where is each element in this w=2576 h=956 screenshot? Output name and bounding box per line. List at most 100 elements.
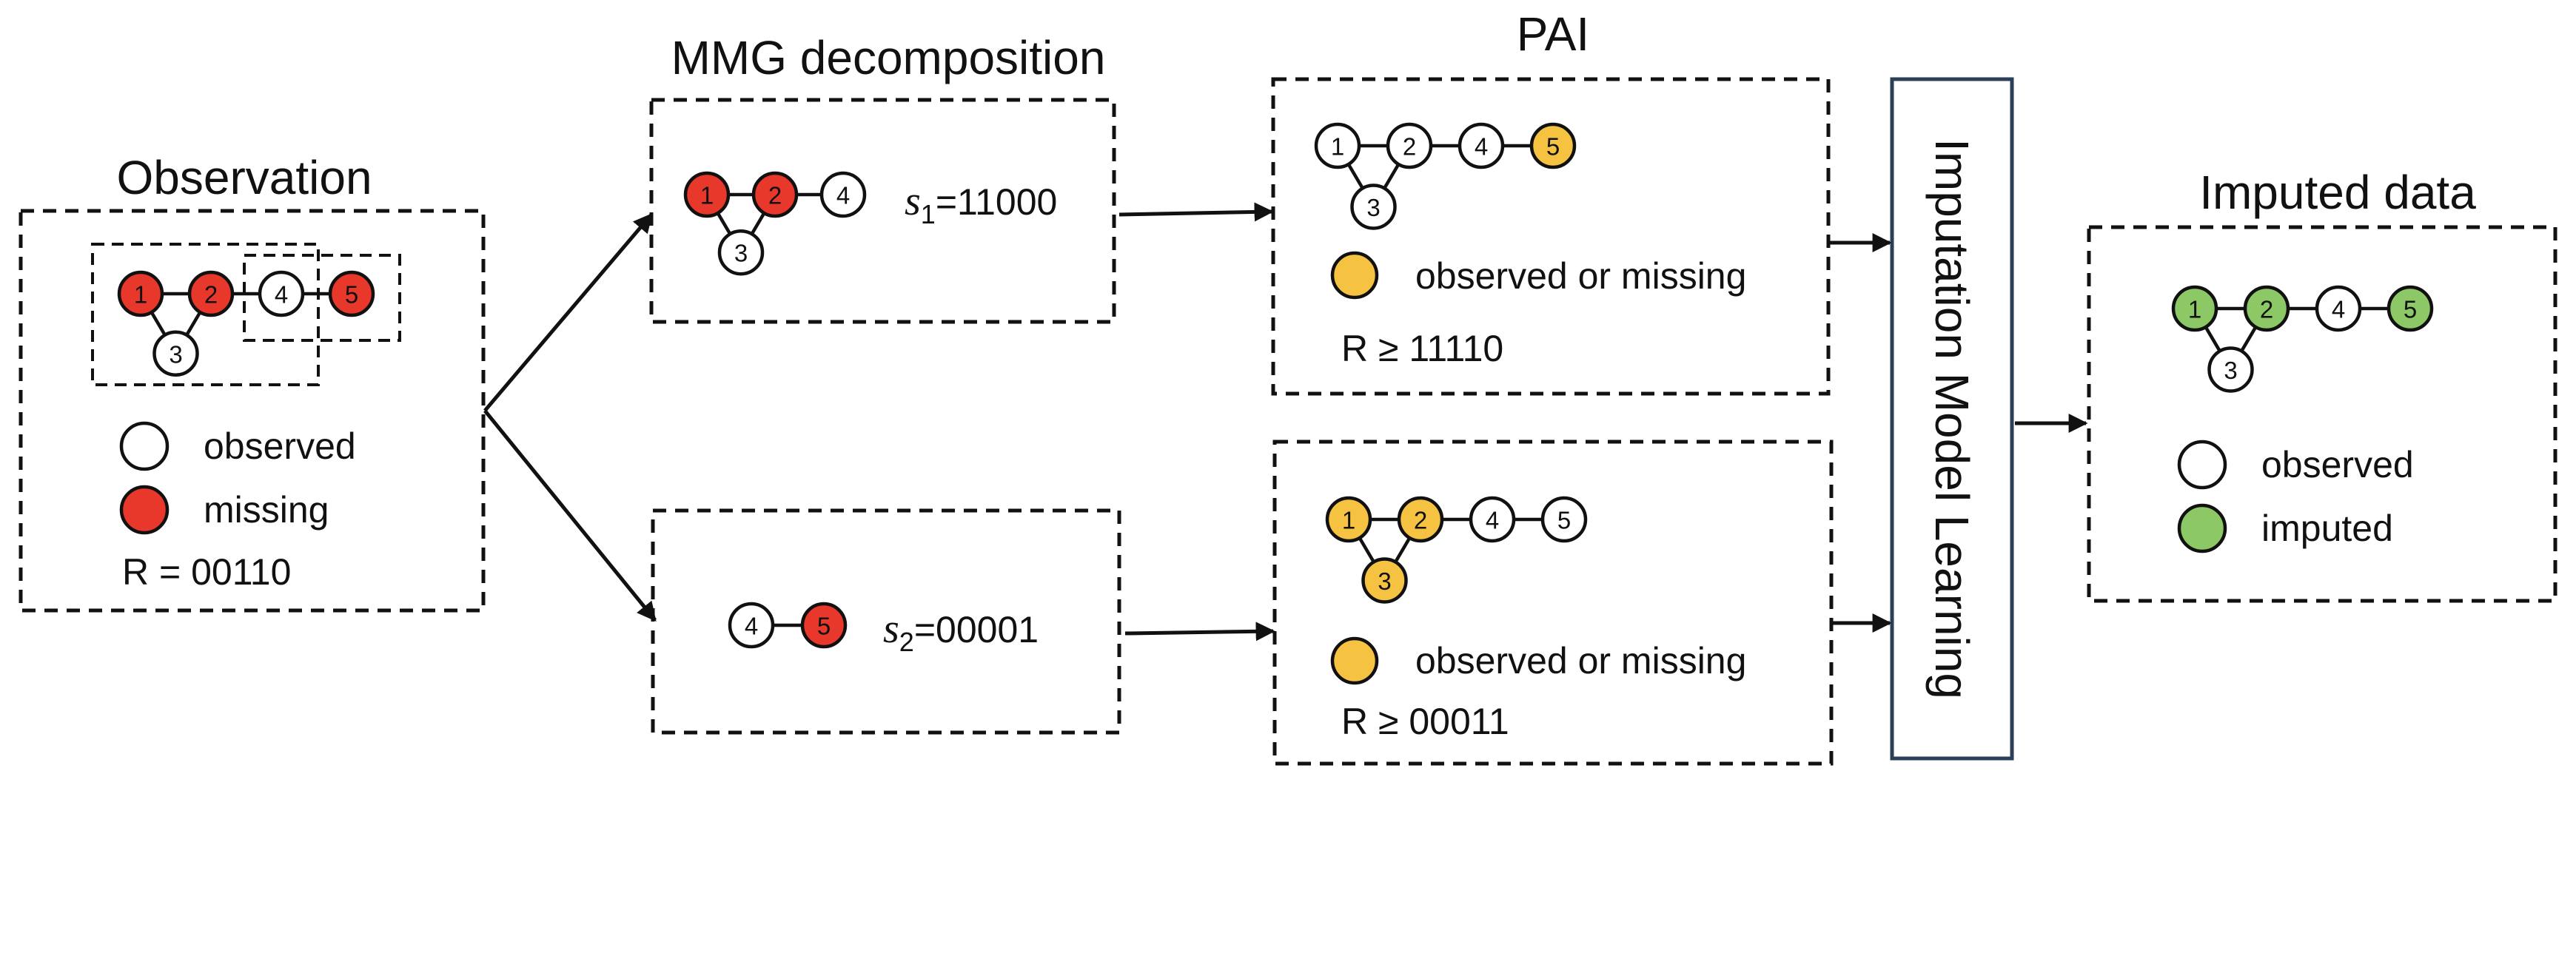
pai-top-node-2 bbox=[1386, 122, 1433, 169]
observation-node-3 bbox=[152, 330, 199, 377]
observation-node-label-1: 1 bbox=[134, 281, 147, 309]
imputed-node-3 bbox=[2207, 346, 2254, 393]
s1-node-label-2: 2 bbox=[768, 182, 782, 209]
pai-top-node-label-3: 3 bbox=[1366, 194, 1380, 221]
pai-bottom-node-label-3: 3 bbox=[1378, 568, 1391, 595]
model-box bbox=[1890, 77, 2014, 761]
observation-node-5 bbox=[328, 270, 375, 317]
observation-node-2 bbox=[187, 270, 235, 317]
s1-node-label-3: 3 bbox=[734, 240, 748, 267]
model-panel: Imputation Model Learning bbox=[1890, 77, 2014, 761]
imputed-legend-label-observed: observed bbox=[2261, 444, 2414, 485]
observation-legend-label-missing: missing bbox=[204, 489, 329, 531]
s1-node-2 bbox=[751, 171, 799, 218]
s2-value: =00001 bbox=[914, 609, 1039, 650]
pai-bottom-frame bbox=[1272, 440, 1834, 766]
imputed-node-label-1: 1 bbox=[2188, 296, 2201, 323]
s1-node-label-1: 1 bbox=[700, 182, 714, 209]
s1-value: =11000 bbox=[936, 181, 1058, 223]
imputed-legend: observed imputed bbox=[2177, 440, 2414, 553]
s1-node-label-4: 4 bbox=[836, 182, 850, 209]
subgraph-frame-2 bbox=[243, 254, 401, 342]
flow-arrows bbox=[483, 202, 2088, 642]
pai-bottom-node-5 bbox=[1540, 496, 1588, 543]
observation-node-label-3: 3 bbox=[169, 340, 182, 368]
pai-top-node-label-1: 1 bbox=[1331, 133, 1344, 161]
imputed-title: Imputed data bbox=[2199, 166, 2476, 219]
observation-node-4 bbox=[258, 270, 305, 317]
imputed-legend-swatch-imputed bbox=[2177, 503, 2227, 553]
pai-top-node-1 bbox=[1314, 122, 1361, 169]
decomposition-title: MMG decomposition bbox=[671, 31, 1106, 84]
imputed-node-2 bbox=[2243, 285, 2290, 332]
s1-sub: 1 bbox=[921, 199, 936, 229]
imputed-node-label-2: 2 bbox=[2260, 296, 2273, 323]
imputed-node-label-3: 3 bbox=[2224, 357, 2237, 384]
pai-bottom-node-1 bbox=[1325, 496, 1372, 543]
s2-node-4 bbox=[728, 602, 775, 649]
s2-node-label-5: 5 bbox=[817, 613, 831, 640]
pai-bottom-node-label-5: 5 bbox=[1557, 507, 1571, 534]
imputed-node-1 bbox=[2171, 285, 2218, 332]
pai-top-node-label-5: 5 bbox=[1546, 133, 1560, 161]
s1-label: s1=11000 bbox=[905, 178, 1057, 229]
pai-bottom-pattern: R ≥ 00011 bbox=[1341, 701, 1509, 742]
observation-legend-swatch-observed bbox=[119, 421, 170, 471]
pai-bottom-node-2 bbox=[1397, 496, 1444, 543]
pai-top-node-4 bbox=[1458, 122, 1505, 169]
observation-node-label-2: 2 bbox=[204, 281, 218, 309]
s1-frame bbox=[649, 98, 1116, 324]
imputed-node-5 bbox=[2387, 285, 2434, 332]
observation-legend-swatch-missing bbox=[119, 485, 170, 535]
observation-legend-label-observed: observed bbox=[204, 425, 356, 467]
pai-title: PAI bbox=[1517, 7, 1589, 61]
s1-var: s bbox=[905, 178, 921, 224]
pai-bottom-legend-swatch bbox=[1330, 636, 1379, 685]
pai-bottom-node-label-4: 4 bbox=[1486, 507, 1499, 534]
pai-top-node-label-4: 4 bbox=[1475, 133, 1488, 161]
s2-sub: 2 bbox=[899, 627, 914, 657]
arrow-obs-to-s1 bbox=[483, 213, 653, 412]
arrow-s2-to-pai bbox=[1124, 622, 1275, 642]
s2-var: s bbox=[883, 606, 899, 652]
observation-pattern: R = 00110 bbox=[122, 551, 291, 593]
arrow-s1-to-pai bbox=[1118, 202, 1274, 222]
arrow-obs-to-s2 bbox=[483, 409, 657, 622]
s1-node-3 bbox=[717, 229, 765, 276]
imputed-graph: 1 2 3 4 5 bbox=[2171, 285, 2434, 393]
model-label: Imputation Model Learning bbox=[1925, 138, 1979, 699]
pai-bottom-node-4 bbox=[1469, 496, 1516, 543]
s2-node-5 bbox=[800, 602, 848, 649]
pai-top-pattern: R ≥ 11110 bbox=[1341, 328, 1503, 369]
pai-top-legend-label: observed or missing bbox=[1415, 255, 1746, 297]
imputed-node-4 bbox=[2315, 285, 2362, 332]
s1-node-1 bbox=[683, 171, 731, 218]
observation-node-label-4: 4 bbox=[275, 281, 288, 309]
pai-bottom-graph: 1 2 3 4 5 bbox=[1325, 496, 1588, 604]
pai-top-node-label-2: 2 bbox=[1403, 133, 1416, 161]
subgraph-frame-1 bbox=[91, 243, 320, 386]
observation-title: Observation bbox=[116, 151, 372, 204]
imputed-frame bbox=[2087, 225, 2557, 603]
pai-bottom-legend-label: observed or missing bbox=[1415, 640, 1746, 681]
pai-top-node-3 bbox=[1350, 184, 1397, 230]
pai-bottom-node-label-2: 2 bbox=[1414, 507, 1427, 534]
s1-node-4 bbox=[819, 171, 867, 218]
pai-bottom-node-label-1: 1 bbox=[1342, 507, 1355, 534]
imputed-legend-label-imputed: imputed bbox=[2261, 508, 2393, 549]
observation-legend: observed missing bbox=[119, 421, 356, 535]
imputed-node-label-5: 5 bbox=[2404, 296, 2417, 323]
observation-node-1 bbox=[117, 270, 164, 317]
pai-top-legend-swatch bbox=[1330, 251, 1379, 300]
s2-node-label-4: 4 bbox=[745, 613, 758, 640]
pai-bottom-node-3 bbox=[1361, 557, 1408, 604]
observation-frame bbox=[19, 209, 486, 613]
pai-top-frame bbox=[1271, 77, 1831, 396]
s2-label: s2=00001 bbox=[883, 606, 1039, 657]
imputed-legend-swatch-observed bbox=[2177, 440, 2227, 490]
imputed-node-label-4: 4 bbox=[2332, 296, 2345, 323]
